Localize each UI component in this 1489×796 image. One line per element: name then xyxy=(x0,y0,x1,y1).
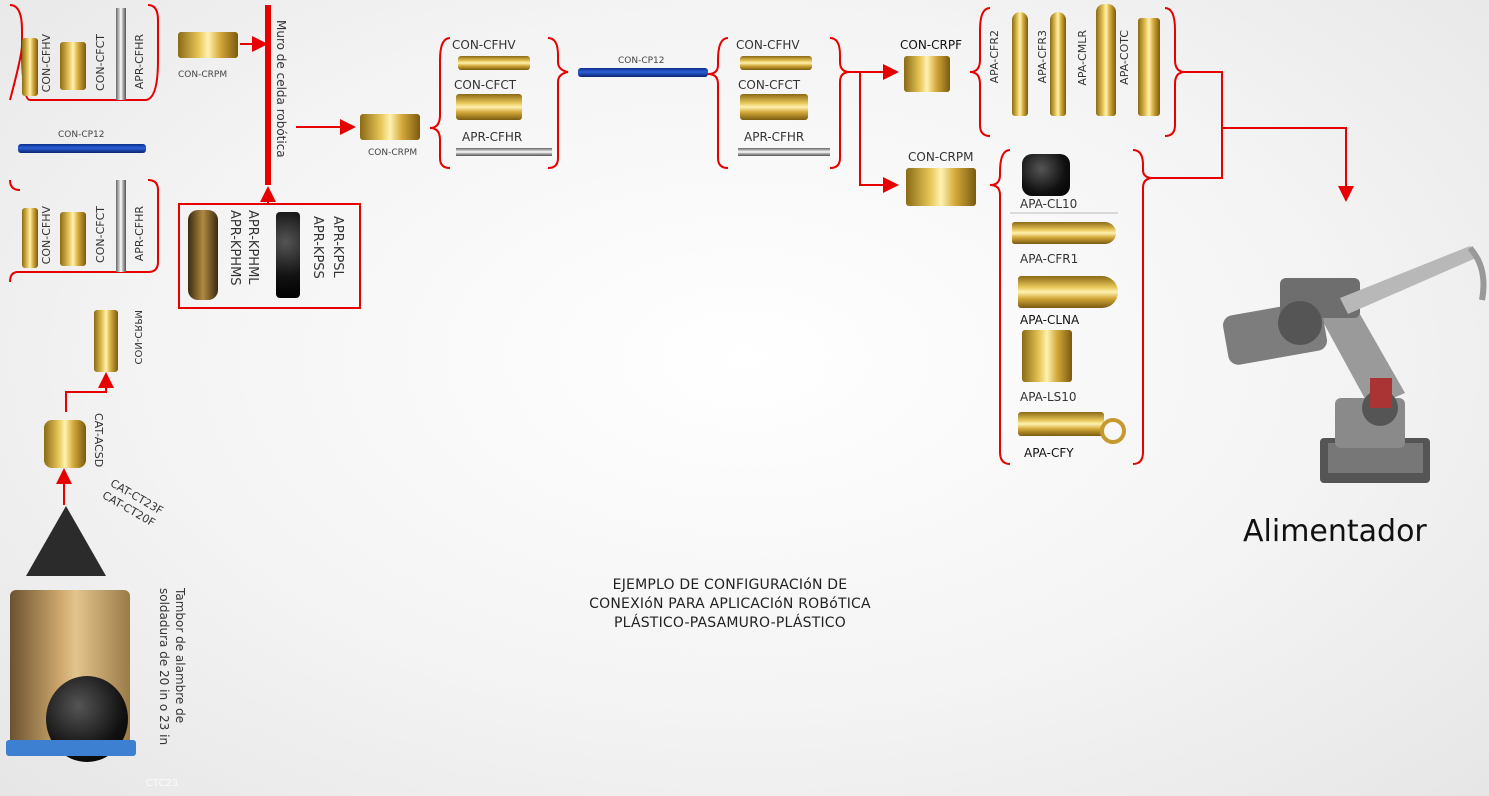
brace-mid-right xyxy=(547,37,569,169)
apa-clna-part xyxy=(1018,276,1118,308)
right-cfct-part xyxy=(740,94,808,120)
label-mid-cfct: CON-CFCT xyxy=(454,78,517,92)
label-apa-cfr1: APA-CFR1 xyxy=(1020,252,1079,266)
con-cfhv-part xyxy=(22,38,38,96)
label-apr-kphms: APR-KPHMS xyxy=(227,210,242,286)
label-con-crpm-mid: CON-CRPM xyxy=(368,148,418,158)
label-con-crpf: CON-CRPF xyxy=(900,38,962,52)
brace-apa-list xyxy=(989,149,1011,465)
apr-cfhr-part xyxy=(116,8,126,100)
apa-cfy-ring xyxy=(1100,418,1126,444)
apa-ls10-part xyxy=(1022,330,1072,382)
con-crpm-part-top xyxy=(178,32,238,58)
label-apr-kpss: APR-KPSS xyxy=(310,216,325,279)
label-left-tube: CON-CP12 xyxy=(58,130,105,140)
label-apr-cfhr-top: APR-CFHR xyxy=(133,34,146,90)
mid-cfhr-part xyxy=(456,148,552,156)
label-apa-cmlr: APA-CMLR xyxy=(1076,30,1089,86)
label-apa-cfr2: APA-CFR2 xyxy=(988,30,1001,84)
mid-cfhv-part xyxy=(458,56,530,70)
caption-line-2: CONEXIóN PARA APLICACIóN ROBóTICA xyxy=(589,596,871,612)
con-crpm-part-mid xyxy=(360,114,420,140)
brace-left-bottom xyxy=(9,179,159,283)
diagram-caption: EJEMPLO DE CONFIGURACIóN DE CONEXIóN PAR… xyxy=(540,576,920,633)
label-cat-acsd: CAT-ACSD xyxy=(92,413,105,468)
label-drum-code: CTC23 xyxy=(146,778,179,789)
label-con-cfhv-bottom: CON-CFHV xyxy=(40,206,53,265)
arrow-acsd-crpm xyxy=(65,372,114,412)
label-con-cfct-top: CON-CFCT xyxy=(94,34,107,91)
arrow-to-crpm xyxy=(859,72,899,193)
apa-cotc-part xyxy=(1138,18,1160,116)
label-mid-cfhv: CON-CFHV xyxy=(452,38,516,52)
label-apa-ls10: APA-LS10 xyxy=(1020,390,1077,404)
apa-cfy-part xyxy=(1018,412,1104,436)
brace-apa-top xyxy=(969,7,991,137)
label-apr-cfhr-bottom: APR-CFHR xyxy=(133,206,146,262)
con-crpf-part xyxy=(904,56,950,92)
apr-kp-bracket-1 xyxy=(188,210,218,300)
drum-dolly xyxy=(6,740,136,756)
feed-cone xyxy=(26,506,106,576)
brace-mid xyxy=(429,37,451,169)
brace-apa-list-right xyxy=(1132,149,1154,465)
mid-cfct-part xyxy=(456,94,522,120)
con-cfct-part-2 xyxy=(60,212,86,266)
apa-cmlr-part xyxy=(1096,4,1116,116)
apa-cfr1-part xyxy=(1012,222,1116,244)
label-apa-clna: APA-CLNA xyxy=(1020,313,1080,327)
arrow-to-feeder xyxy=(1222,127,1354,202)
wall-kit-box xyxy=(178,203,361,309)
label-apa-cotc: APA-COTC xyxy=(1118,30,1131,85)
apr-cfhr-part-2 xyxy=(116,180,126,272)
brace-right-left xyxy=(707,37,729,169)
arrow-to-feeder-top xyxy=(1153,71,1223,179)
label-apr-kpsl: APR-KPSL xyxy=(330,216,345,278)
label-right-cfhv: CON-CFHV xyxy=(736,38,800,52)
robotic-wall-bar xyxy=(265,5,271,185)
label-mid-cfhr: APR-CFHR xyxy=(462,130,523,144)
label-con-cfhv-top: CON-CFHV xyxy=(40,34,53,93)
label-apa-cfr3: APA-CFR3 xyxy=(1036,30,1049,84)
brace-apa-top-right xyxy=(1164,7,1186,137)
feeder-label: Alimentador xyxy=(1243,514,1427,549)
caption-line-1: EJEMPLO DE CONFIGURACIóN DE xyxy=(612,577,848,593)
label-apa-cfy: APA-CFY xyxy=(1024,446,1074,460)
left-tube xyxy=(18,144,146,153)
right-cfhr-part xyxy=(738,148,830,156)
con-crpm-part-right xyxy=(906,168,976,206)
label-right-cfct: CON-CFCT xyxy=(738,78,801,92)
right-cfhv-part xyxy=(740,56,812,70)
apa-cfr2-part xyxy=(1012,12,1028,116)
label-con-cfct-bottom: CON-CFCT xyxy=(94,206,107,263)
robot-arm-illustration xyxy=(1223,245,1487,483)
apr-kp-bracket-2 xyxy=(276,212,300,298)
label-robotic-wall: Muro de celda robótica xyxy=(274,20,288,158)
label-apa-cl10: APA-CL10 xyxy=(1020,197,1078,211)
label-drum: Tambor de alambre de soldadura de 20 in … xyxy=(157,588,187,746)
cat-acsd-part xyxy=(44,420,86,468)
con-cfct-part xyxy=(60,42,86,90)
mid-tube xyxy=(578,68,708,77)
label-right-cfhr: APR-CFHR xyxy=(744,130,805,144)
label-mid-tube: CON-CP12 xyxy=(618,56,665,66)
label-apr-kphml: APR-KPHML xyxy=(245,210,260,285)
con-cfhv-part-2 xyxy=(22,208,38,268)
con-crpm-part-left xyxy=(94,310,118,372)
apa-cfr3-part xyxy=(1050,12,1066,116)
apa-cl10-part xyxy=(1022,154,1070,196)
label-con-crpm-right: CON-CRPM xyxy=(908,150,974,164)
caption-line-3: PLÁSTICO-PASAMURO-PLÁSTICO xyxy=(613,615,846,631)
label-con-crpm-left: CON-CRPM xyxy=(132,310,143,365)
label-con-crpm-top: CON-CRPM xyxy=(178,70,228,80)
brace-right-right xyxy=(829,37,851,169)
